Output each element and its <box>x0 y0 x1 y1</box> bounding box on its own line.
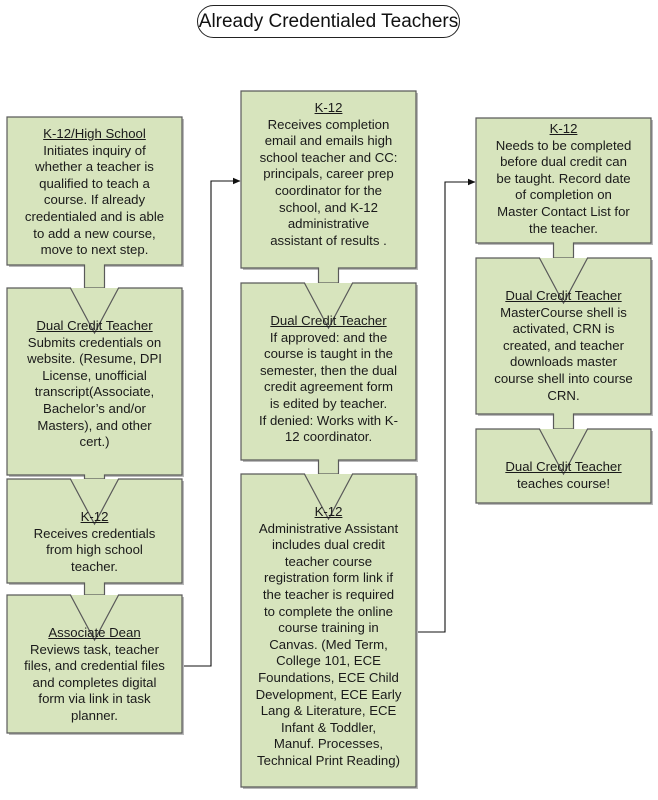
step-role-label: Dual Credit Teacher <box>36 318 153 333</box>
step-role-label: K-12 <box>314 504 343 519</box>
down-arrow-icon <box>539 428 588 476</box>
step-role-label: K-12 <box>549 121 578 136</box>
down-arrow-icon <box>539 257 588 305</box>
step-role-label: K-12/High School <box>43 126 146 141</box>
step-description: Receives completion email and emails hig… <box>259 116 398 248</box>
step-role-label: K-12 <box>314 100 343 115</box>
step-description: Administrative Assistant includes dual c… <box>255 520 402 768</box>
down-arrow-icon <box>304 282 353 330</box>
step-description: If approved: and the course is taught in… <box>258 329 398 445</box>
diagram-title: Already Credentialed Teachers <box>197 5 460 38</box>
step-role-label: Dual Credit Teacher <box>270 313 387 328</box>
step-description: MasterCourse shell is activated, CRN is … <box>494 304 633 403</box>
step-description: Needs to be completed before dual credit… <box>495 137 632 236</box>
step-role-label: Associate Dean <box>48 625 141 640</box>
step-role-label: Dual Credit Teacher <box>505 288 622 303</box>
step-description: teaches course! <box>516 475 611 491</box>
step-role-label: K-12 <box>80 509 109 524</box>
connector-col2-to-col3 <box>416 178 476 633</box>
down-arrow-icon <box>70 594 119 642</box>
step-description: Submits credentials on website. (Resume,… <box>27 334 162 450</box>
down-arrow-icon <box>70 478 119 526</box>
down-arrow-icon <box>304 473 353 521</box>
step-description: Receives credentials from high school te… <box>33 525 156 574</box>
down-arrow-icon <box>70 287 119 335</box>
step-role-label: Dual Credit Teacher <box>505 459 622 474</box>
step-description: Initiates inquiry of whether a teacher i… <box>24 142 165 258</box>
step-description: Reviews task, teacher files, and credent… <box>24 641 165 723</box>
connector-col1-to-col2 <box>182 177 241 667</box>
